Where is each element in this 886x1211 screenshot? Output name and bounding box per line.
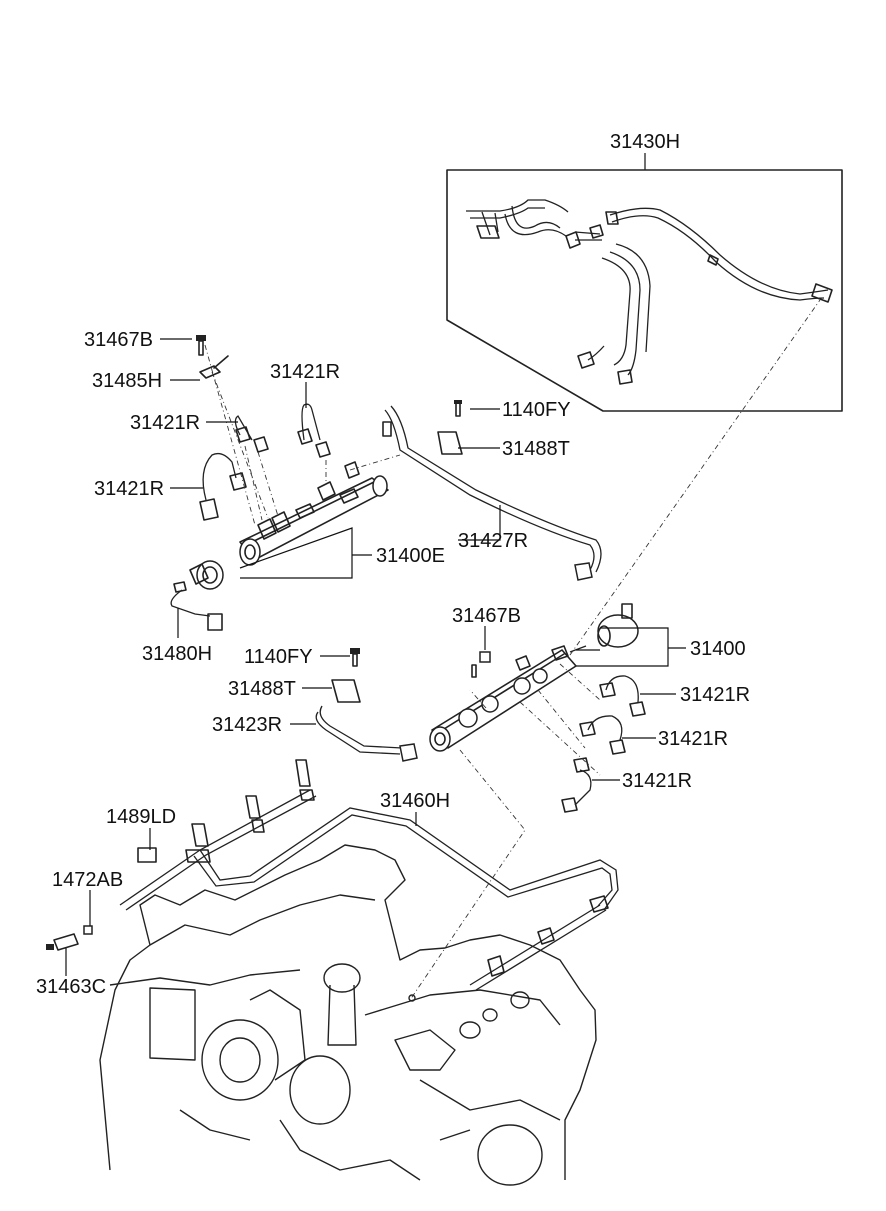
label-31467B-top: 31467B xyxy=(84,329,153,351)
leader-lines xyxy=(65,338,686,976)
label-31463C: 31463C xyxy=(36,976,106,998)
kit-pipe-assembly xyxy=(466,199,833,385)
label-31488T-top: 31488T xyxy=(502,438,570,460)
label-31467B-mid: 31467B xyxy=(452,605,521,627)
label-31488T-mid: 31488T xyxy=(228,678,296,700)
label-1472AB: 1472AB xyxy=(52,869,123,891)
mid-hardware xyxy=(331,648,491,703)
dashed-assembly-lines xyxy=(204,299,821,1001)
label-31421R-c: 31421R xyxy=(94,478,164,500)
label-1489LD: 1489LD xyxy=(106,806,176,828)
injector-pipes-lower xyxy=(561,675,646,813)
callout-labels: 31430H 31467B 31485H 31421R 31421R 31421… xyxy=(36,131,750,998)
label-31480H: 31480H xyxy=(142,643,212,665)
fuel-rail-31400 xyxy=(429,645,577,752)
label-31423R: 31423R xyxy=(212,714,282,736)
pipe-31423R xyxy=(315,705,418,762)
label-1140FY-top: 1140FY xyxy=(502,399,571,421)
label-31485H: 31485H xyxy=(92,370,162,392)
label-31421R-b: 31421R xyxy=(130,412,200,434)
label-31421R-a: 31421R xyxy=(270,361,340,383)
kit-box-outline xyxy=(446,169,843,412)
pressure-sensor-31480H xyxy=(170,560,224,631)
label-31400: 31400 xyxy=(690,638,746,660)
label-31421R-d: 31421R xyxy=(680,684,750,706)
label-31400E: 31400E xyxy=(376,545,445,567)
label-31427R: 31427R xyxy=(458,530,528,552)
label-31460H: 31460H xyxy=(380,790,450,812)
fuel-line-31460H xyxy=(46,759,619,991)
kit-31430H xyxy=(446,153,843,412)
label-1140FY-mid: 1140FY xyxy=(244,646,313,668)
pipe-31427R xyxy=(382,400,602,581)
fuel-rail-31400E xyxy=(239,461,389,566)
label-31421R-f: 31421R xyxy=(622,770,692,792)
engine-block xyxy=(99,844,597,1186)
label-31421R-e: 31421R xyxy=(658,728,728,750)
label-31430H: 31430H xyxy=(610,131,680,153)
